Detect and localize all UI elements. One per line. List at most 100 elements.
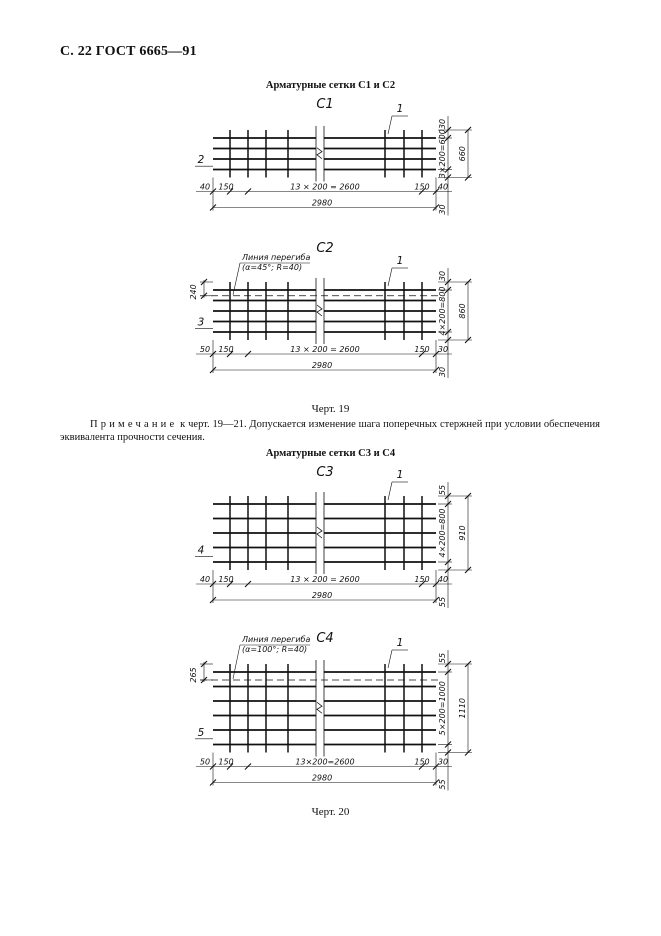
dim-top-offset: 55: [438, 485, 447, 495]
dimension-tick: [244, 188, 252, 195]
dimension-tick: [444, 668, 452, 676]
note-paragraph: Примечание к черт. 19—21. Допускается из…: [60, 418, 600, 444]
dimension-tick: [418, 188, 426, 195]
dimension-tick: [432, 366, 440, 374]
dimension-tick: [444, 174, 452, 181]
dim-left-step: 150: [218, 345, 233, 354]
dim-right-edge: 30: [438, 345, 448, 354]
dim-total-length: 2980: [312, 199, 332, 208]
dimension-tick: [209, 596, 217, 604]
dim-right-step: 150: [414, 183, 429, 192]
dimension-tick: [464, 660, 472, 668]
dimension-tick: [418, 763, 426, 770]
dimension-tick: [464, 749, 472, 756]
dim-middle-span: 13 × 200 = 2600: [290, 345, 359, 354]
dimension-tick: [432, 204, 440, 211]
dimension-tick: [200, 660, 208, 668]
leader-line: [232, 262, 241, 295]
callout-leader: [387, 481, 393, 501]
note-lead: Примечание: [90, 419, 178, 430]
dimension-tick: [444, 286, 452, 294]
mesh-label: С4: [316, 631, 333, 646]
dim-height-span: 5×200=1000: [438, 681, 447, 735]
figure-caption-20: Черт. 20: [311, 806, 350, 818]
dim-total-length: 2980: [312, 774, 332, 783]
dimension-tick: [244, 580, 252, 588]
callout-number: 3: [198, 317, 205, 329]
dimension-tick: [432, 350, 440, 358]
dimension-tick: [444, 328, 452, 336]
callout-number: 2: [198, 154, 205, 166]
dimension-tick: [226, 350, 234, 358]
callout-leader: [387, 649, 393, 669]
section-title-c1-c2: Арматурные сетки С1 и С2: [265, 80, 396, 91]
dimension-tick: [444, 741, 452, 748]
dimension-tick: [226, 188, 234, 195]
dim-height-total: 910: [458, 525, 467, 540]
section-title-c3-c4: Арматурные сетки С3 и С4: [265, 448, 396, 459]
dim-bottom-offset: 55: [438, 597, 447, 607]
callout-number: 4: [198, 544, 205, 556]
bend-line-label: Линия перегиба: [241, 253, 310, 262]
dimension-tick: [209, 580, 217, 588]
dim-left-step: 150: [218, 183, 233, 192]
mesh-label: С2: [316, 241, 333, 256]
dimension-tick: [244, 350, 252, 358]
callout-number: 1: [397, 103, 404, 115]
dim-bottom-offset: 30: [438, 367, 447, 377]
dim-height-total: 660: [458, 146, 467, 161]
dim-height-span: 3×200=600: [438, 129, 447, 178]
dim-total-length: 2980: [312, 591, 332, 600]
dim-height-total: 1110: [458, 698, 467, 718]
bend-line-params: (α=100°; R=40): [242, 645, 307, 654]
dimension-tick: [244, 763, 252, 770]
dimension-tick: [209, 350, 217, 358]
dim-top-offset: 30: [438, 271, 447, 281]
dimension-tick: [444, 660, 452, 668]
dimension-tick: [209, 779, 217, 786]
dimension-tick: [444, 749, 452, 756]
left-bend-dimension: 265: [189, 667, 198, 682]
dimension-tick: [432, 188, 440, 195]
dimension-tick: [464, 174, 472, 181]
mesh-label: С1: [316, 97, 333, 112]
callout-number: 5: [198, 727, 205, 739]
dim-height-span: 4×200=800: [438, 508, 447, 557]
dimension-tick: [444, 336, 452, 344]
dimension-tick: [432, 596, 440, 604]
note-text: к черт. 19—21. Допускается изменение шаг…: [60, 419, 600, 443]
dim-top-offset: 30: [438, 119, 447, 129]
dimension-tick: [226, 763, 234, 770]
callout-number: 1: [397, 469, 404, 481]
mesh-label: С3: [316, 465, 333, 480]
dimension-tick: [464, 336, 472, 344]
dimension-tick: [464, 126, 472, 134]
dim-total-length: 2980: [312, 361, 332, 370]
break-symbol: [316, 147, 323, 160]
dim-left-step: 150: [218, 575, 233, 584]
dim-bottom-offset: 55: [438, 779, 447, 789]
dimension-tick: [464, 492, 472, 500]
dim-left-edge: 50: [200, 758, 210, 767]
dim-right-edge: 40: [438, 575, 448, 584]
dimension-tick: [432, 779, 440, 786]
leader-line: [232, 644, 241, 680]
left-bend-dimension: 240: [189, 284, 198, 299]
dimension-tick: [209, 188, 217, 195]
dimension-tick: [464, 566, 472, 574]
dim-right-step: 150: [414, 345, 429, 354]
dimension-tick: [200, 676, 208, 684]
dimension-tick: [464, 278, 472, 286]
dimension-tick: [432, 763, 440, 770]
callout-number: 1: [397, 637, 404, 649]
dim-left-edge: 40: [200, 183, 210, 192]
dimension-tick: [226, 580, 234, 588]
break-symbol: [316, 701, 323, 714]
dim-right-step: 150: [414, 758, 429, 767]
dim-left-step: 150: [218, 758, 233, 767]
dim-left-edge: 40: [200, 575, 210, 584]
dim-top-offset: 55: [438, 653, 447, 663]
